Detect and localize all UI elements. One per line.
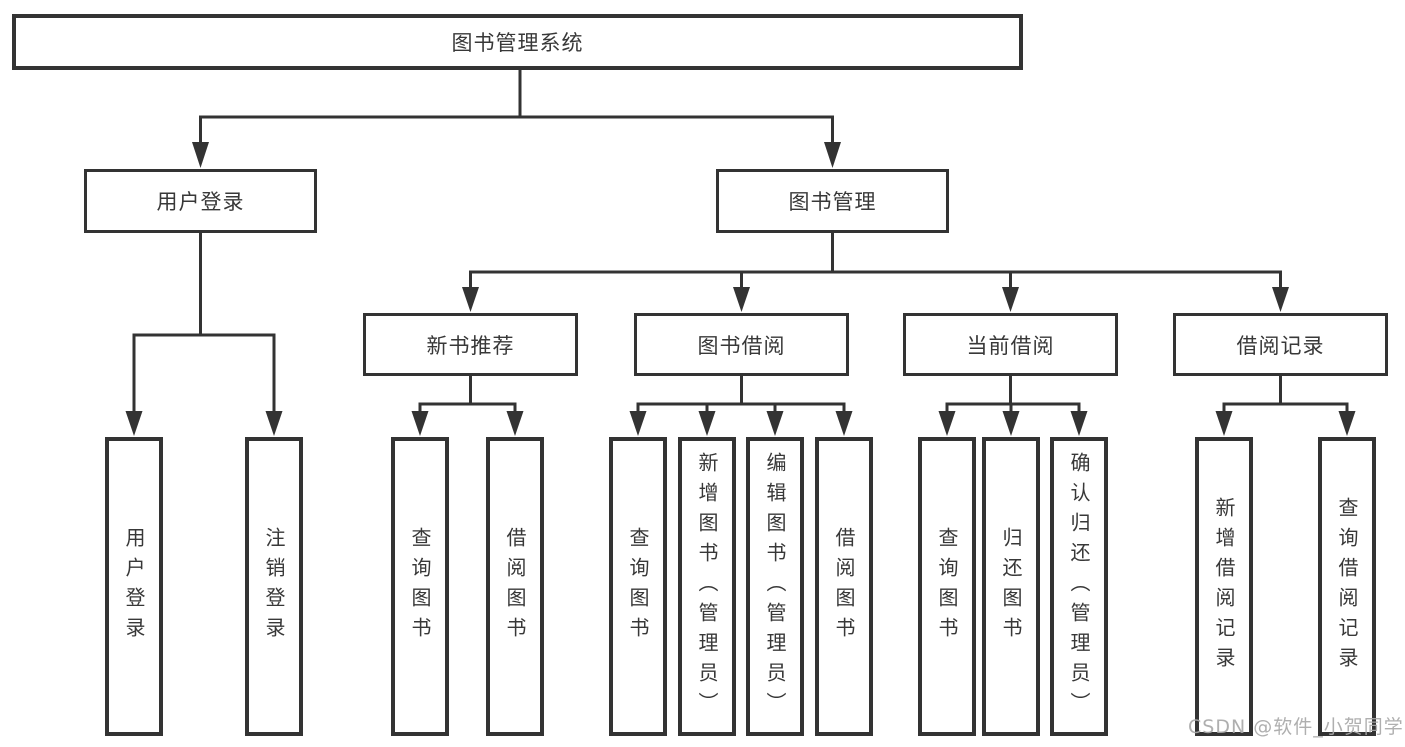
node-book-management: 图书管理 — [716, 169, 949, 233]
leaf-edit-book-admin: 编辑图书（管理员） — [746, 437, 804, 736]
leaf-confirm-return-admin: 确认归还（管理员） — [1050, 437, 1108, 736]
leaf-logout: 注销登录 — [245, 437, 303, 736]
leaf-query-borrow-record: 查询借阅记录 — [1318, 437, 1376, 736]
arrowhead-icons — [125, 142, 1356, 436]
leaf-add-borrow-record: 新增借阅记录 — [1195, 437, 1253, 736]
leaf-query-books-1: 查询图书 — [391, 437, 449, 736]
csdn-watermark: CSDN @软件_小贺同学 — [1188, 716, 1404, 738]
node-current-borrow: 当前借阅 — [903, 313, 1118, 376]
leaf-query-books-3: 查询图书 — [918, 437, 976, 736]
node-book-borrow: 图书借阅 — [634, 313, 849, 376]
node-borrow-records: 借阅记录 — [1173, 313, 1388, 376]
leaf-return-book: 归还图书 — [982, 437, 1040, 736]
leaf-user-login: 用户登录 — [105, 437, 163, 736]
leaf-borrow-books-1: 借阅图书 — [486, 437, 544, 736]
leaf-query-books-2: 查询图书 — [609, 437, 667, 736]
leaf-borrow-books-2: 借阅图书 — [815, 437, 873, 736]
leaf-add-book-admin: 新增图书（管理员） — [678, 437, 736, 736]
node-library-system: 图书管理系统 — [12, 14, 1023, 70]
node-user-login: 用户登录 — [84, 169, 317, 233]
node-new-book-recommend: 新书推荐 — [363, 313, 578, 376]
